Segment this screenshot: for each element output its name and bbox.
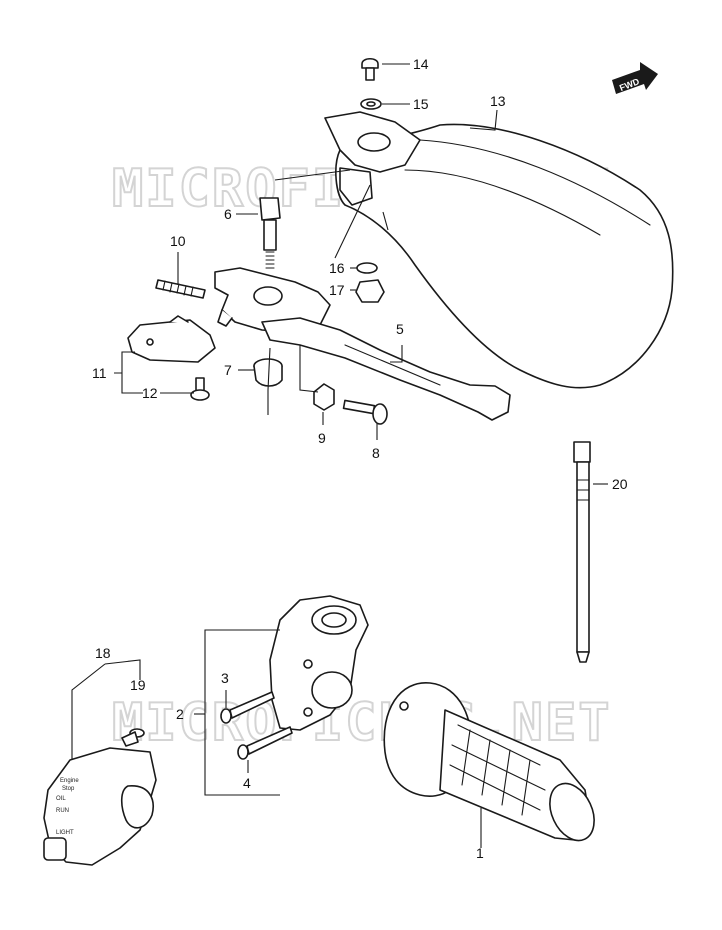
hand-guard — [335, 123, 674, 389]
screw-3 — [220, 691, 275, 724]
switch-marking-stop: Stop — [62, 786, 75, 792]
callout-9: 9 — [318, 430, 326, 446]
callout-18: 18 — [95, 645, 111, 661]
callout-19: 19 — [130, 677, 146, 693]
callout-3: 3 — [221, 670, 229, 686]
callout-16: 16 — [329, 260, 345, 276]
screw-14 — [361, 57, 379, 81]
callout-12: 12 — [142, 385, 158, 401]
callout-10: 10 — [170, 233, 186, 249]
callout-7: 7 — [224, 362, 232, 378]
callout-2: 2 — [176, 706, 184, 722]
callout-4: 4 — [243, 775, 251, 791]
switch-marking-oil: OIL — [56, 796, 66, 802]
callout-11: 11 — [92, 365, 107, 381]
throttle-housing — [269, 595, 369, 731]
bolt-6 — [259, 197, 281, 269]
callout-14: 14 — [413, 56, 429, 72]
screw-4 — [237, 726, 293, 760]
callout-5: 5 — [396, 321, 404, 337]
watermark-bottom: MICROFICHES.NET — [112, 693, 612, 753]
callout-labels: 1 2 3 4 5 6 7 8 9 10 11 12 13 14 15 16 1… — [92, 56, 628, 861]
switch-housing: Engine Stop OIL RUN LIGHT — [43, 747, 157, 866]
clutch-switch — [127, 315, 216, 363]
screw-12 — [190, 377, 210, 401]
callout-6: 6 — [224, 206, 232, 222]
cable-tie — [573, 441, 591, 663]
lever-holder — [214, 267, 331, 333]
callout-8: 8 — [372, 445, 380, 461]
fwd-arrow-icon: FWD — [612, 62, 658, 94]
washer-15 — [360, 98, 382, 110]
nut-9 — [313, 383, 335, 411]
nut-7 — [253, 358, 283, 387]
washer-16 — [356, 262, 378, 274]
callout-17: 17 — [329, 282, 345, 298]
callout-15: 15 — [413, 96, 429, 112]
throttle-grip — [383, 682, 595, 842]
switch-marking-run: RUN — [56, 808, 69, 814]
callout-13: 13 — [490, 93, 506, 109]
switch-marking-engine: Engine — [60, 778, 79, 784]
guard-bracket — [324, 111, 421, 206]
switch-marking-light: LIGHT — [56, 830, 74, 836]
screw-10 — [155, 279, 206, 299]
leader-lines — [71, 63, 608, 848]
clutch-lever — [261, 317, 511, 421]
screw-19 — [121, 728, 145, 747]
callout-20: 20 — [612, 476, 628, 492]
bolt-8 — [342, 399, 388, 425]
nut-17 — [355, 279, 385, 303]
callout-1: 1 — [476, 845, 484, 861]
